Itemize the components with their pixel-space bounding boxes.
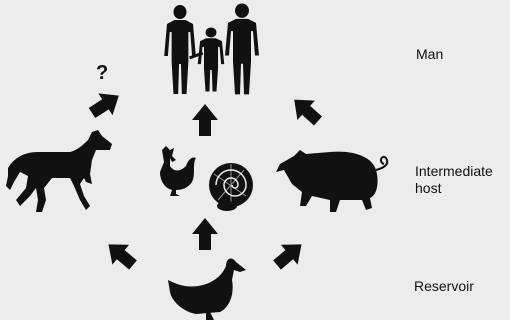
rooster-icon <box>160 146 196 196</box>
horse-icon <box>6 130 112 212</box>
shell-icon <box>209 163 253 211</box>
pig-icon <box>276 150 387 212</box>
label-intermediate: Intermediate <box>415 163 493 180</box>
duck-icon <box>168 259 246 320</box>
question-mark: ? <box>96 62 108 85</box>
label-reservoir: Reservoir <box>414 278 474 295</box>
label-man: Man <box>416 46 443 63</box>
humans-icon <box>164 4 259 95</box>
label-host: host <box>415 180 441 197</box>
